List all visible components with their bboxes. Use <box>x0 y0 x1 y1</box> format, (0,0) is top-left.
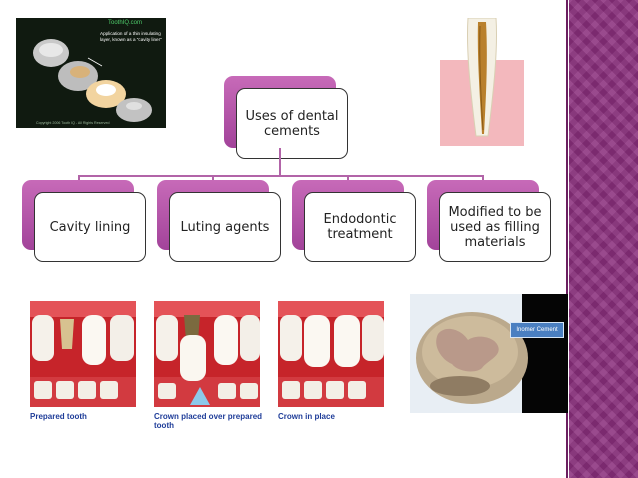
connector-root-stem <box>279 148 281 176</box>
caption-prepared-tooth: Prepared tooth <box>30 412 87 421</box>
child-label-filling-materials: Modified to be used as filling materials <box>448 204 542 250</box>
ionomer-cement-image: Inomer Cement <box>410 294 568 413</box>
crown-in-place-image <box>278 301 384 407</box>
prepared-tooth-image <box>30 301 136 407</box>
cavity-liner-image: ToothIQ.com Application of a thin insula… <box>16 18 166 128</box>
ionomer-label: Inomer Cement <box>510 322 564 338</box>
child-label-luting-agents: Luting agents <box>180 219 270 235</box>
root-box: Uses of dental cements <box>236 88 348 159</box>
child-box-endodontic-treatment: Endodontic treatment <box>304 192 416 262</box>
ionomer-label-text: Inomer Cement <box>516 327 558 333</box>
root-canal-image <box>440 18 524 146</box>
child-label-cavity-lining: Cavity lining <box>49 219 131 235</box>
child-box-filling-materials: Modified to be used as filling materials <box>439 192 551 262</box>
crown-placed-image <box>154 301 260 407</box>
child-box-luting-agents: Luting agents <box>169 192 281 262</box>
child-label-endodontic-treatment: Endodontic treatment <box>323 212 397 242</box>
cavity-liner-callout: Application of a thin insulating layer, … <box>100 31 162 42</box>
right-band-divider <box>566 0 568 478</box>
cavity-liner-watermark: ToothIQ.com <box>108 20 143 26</box>
right-decorative-band <box>569 0 638 478</box>
child-box-cavity-lining: Cavity lining <box>34 192 146 262</box>
caption-crown-in-place: Crown in place <box>278 412 335 421</box>
root-box-label: Uses of dental cements <box>245 108 339 139</box>
cavity-liner-copyright: Copyright 2006 Tooth IQ - All Rights Res… <box>36 121 110 125</box>
caption-crown-placed: Crown placed over prepared tooth <box>154 412 263 430</box>
connector-horizontal <box>78 175 484 177</box>
